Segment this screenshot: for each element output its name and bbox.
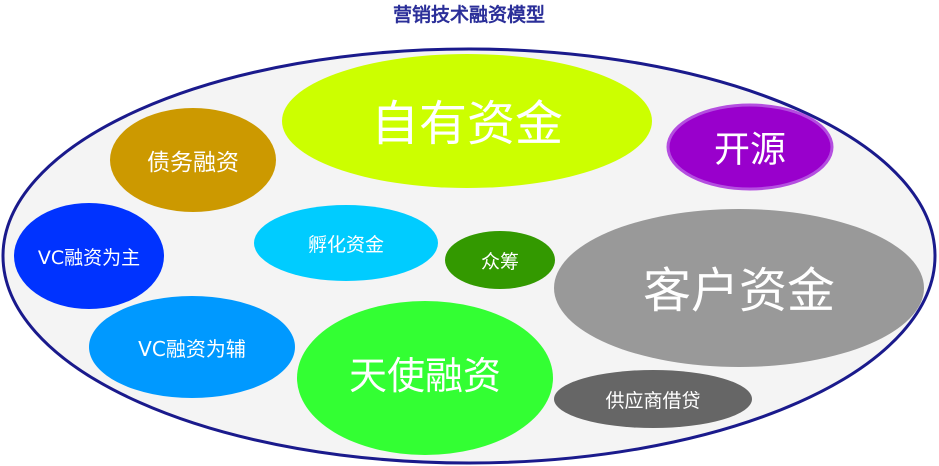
bubble-vc-secondary: VC融资为辅 xyxy=(89,296,295,398)
bubble-shape xyxy=(297,301,553,455)
bubble-shape xyxy=(445,231,555,289)
bubble-label: 开源 xyxy=(714,130,786,171)
bubble-label: 债务融资 xyxy=(147,150,239,176)
bubble-self-funding: 自有资金 xyxy=(282,54,652,188)
bubble-supplier-credit: 供应商借贷 xyxy=(554,370,752,428)
bubble-label: VC融资为主 xyxy=(38,247,140,269)
bubble-customer-funds: 客户资金 xyxy=(554,209,924,367)
diagram-title: 营销技术融资模型 xyxy=(393,3,545,26)
bubble-label: 供应商借贷 xyxy=(605,390,700,412)
bubble-label: VC融资为辅 xyxy=(138,337,246,361)
bubble-label: 孵化资金 xyxy=(308,234,384,256)
bubble-label: 天使融资 xyxy=(349,354,501,398)
bubble-label: 客户资金 xyxy=(643,263,835,319)
bubble-shape xyxy=(554,209,924,367)
bubble-shape xyxy=(110,108,276,212)
bubble-shape xyxy=(14,203,164,309)
bubble-label: 自有资金 xyxy=(371,96,563,152)
bubble-incubation-funds: 孵化资金 xyxy=(254,205,438,281)
bubble-label: 众筹 xyxy=(481,251,519,273)
bubble-vc-primary: VC融资为主 xyxy=(14,203,164,309)
bubble-open-source: 开源 xyxy=(666,103,834,191)
bubble-shape xyxy=(554,370,752,428)
bubble-shape xyxy=(282,54,652,188)
bubble-shape xyxy=(254,205,438,281)
bubble-shape xyxy=(89,296,295,398)
bubble-shape xyxy=(666,103,834,191)
bubble-debt-financing: 债务融资 xyxy=(110,108,276,212)
bubble-crowdfunding: 众筹 xyxy=(445,231,555,289)
bubble-angel-financing: 天使融资 xyxy=(297,301,553,455)
